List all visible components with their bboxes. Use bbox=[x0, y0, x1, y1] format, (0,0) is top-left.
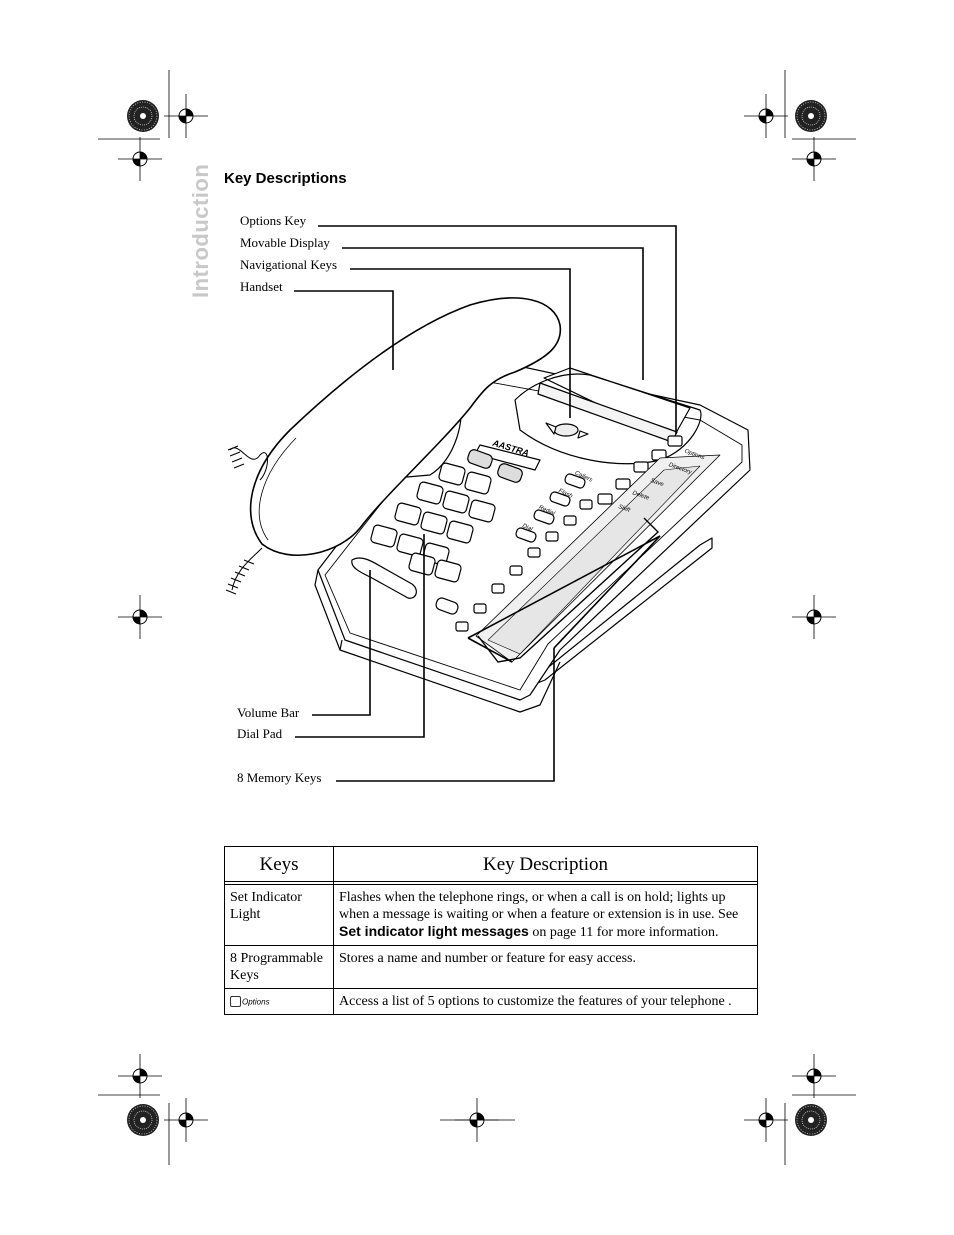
table-header-row: Keys Key Description bbox=[224, 846, 758, 882]
options-key-text: Options bbox=[242, 997, 270, 1007]
description-cell: Stores a name and number or feature for … bbox=[333, 945, 758, 989]
table-row: Set Indicator Light Flashes when the tel… bbox=[224, 884, 758, 946]
description-cell: Flashes when the telephone rings, or whe… bbox=[333, 884, 758, 946]
memory-keys-bracket bbox=[477, 517, 660, 663]
key-cell: 8 Programmable Keys bbox=[224, 945, 334, 989]
options-key-icon bbox=[230, 996, 241, 1008]
cross-reference-link[interactable]: Set indicator light messages bbox=[339, 923, 529, 939]
section-side-tab-label: Introduction bbox=[188, 163, 213, 298]
description-text-after: on page 11 for more information. bbox=[528, 925, 719, 940]
key-cell: Options bbox=[224, 987, 334, 1016]
section-heading: Key Descriptions bbox=[224, 170, 347, 187]
table-row: 8 Programmable Keys Stores a name and nu… bbox=[224, 945, 758, 989]
callout-memory-keys: 8 Memory Keys bbox=[237, 770, 322, 785]
registration-mark-top-right bbox=[743, 70, 856, 182]
description-cell: Access a list of 5 options to customize … bbox=[333, 987, 758, 1016]
callout-leaders bbox=[294, 225, 677, 782]
callout-options-key: Options Key bbox=[240, 213, 307, 228]
registration-mark-right bbox=[791, 594, 837, 640]
header-keys: Keys bbox=[224, 846, 334, 882]
registration-mark-left bbox=[117, 594, 163, 640]
key-cell: Set Indicator Light bbox=[224, 884, 334, 946]
callout-volume-bar: Volume Bar bbox=[237, 705, 300, 720]
callout-handset: Handset bbox=[240, 279, 283, 294]
table-row: Options Access a list of 5 options to cu… bbox=[224, 987, 758, 1016]
registration-mark-bottom-left bbox=[98, 1053, 209, 1165]
callout-navigational-keys: Navigational Keys bbox=[240, 257, 338, 272]
phone-illustration bbox=[225, 297, 751, 713]
header-key-description: Key Description bbox=[333, 846, 758, 882]
registration-mark-bottom-right bbox=[743, 1053, 856, 1165]
registration-mark-top-left bbox=[98, 70, 209, 182]
key-description-table: Keys Key Description Set Indicator Light… bbox=[224, 846, 758, 1016]
callout-movable-display: Movable Display bbox=[240, 235, 330, 250]
description-text: Flashes when the telephone rings, or whe… bbox=[339, 890, 739, 922]
section-side-tab: Introduction bbox=[182, 164, 222, 300]
callout-dial-pad: Dial Pad bbox=[237, 726, 283, 741]
